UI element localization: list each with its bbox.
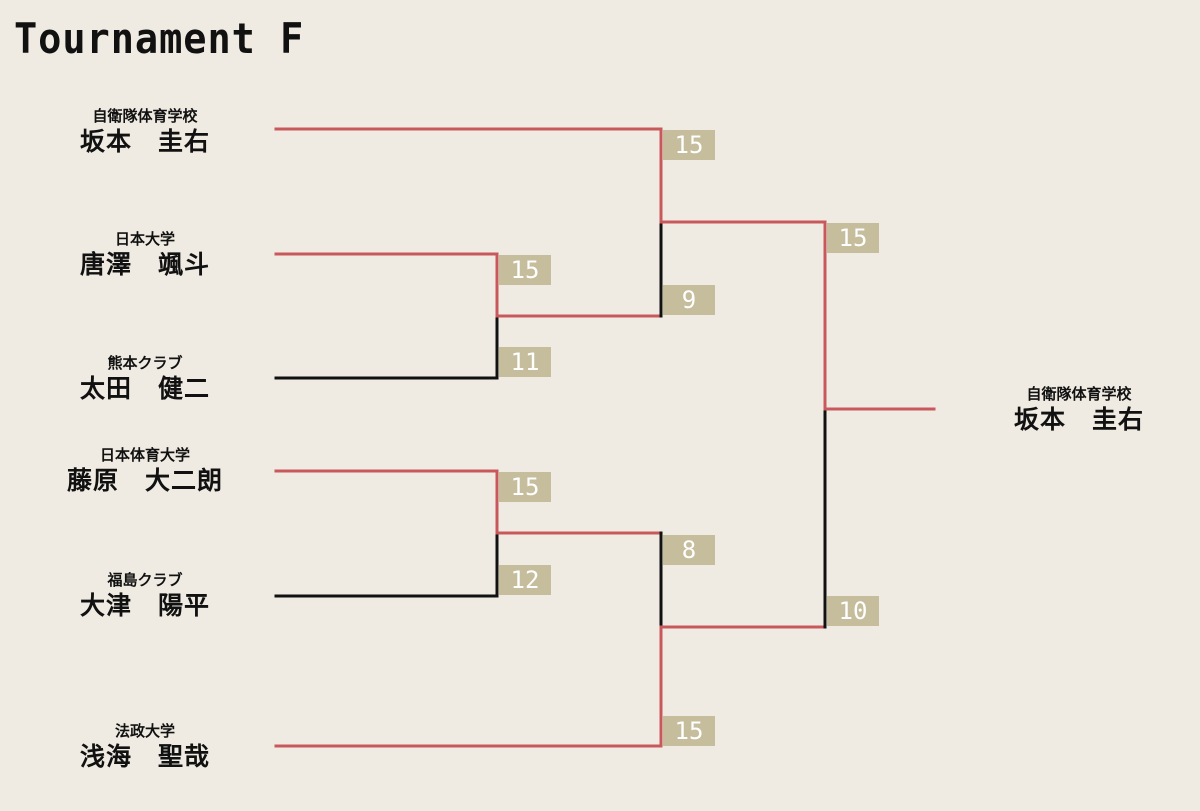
line-ota xyxy=(274,314,499,380)
score-box: 11 xyxy=(499,347,551,377)
line-asami xyxy=(274,625,663,748)
player-name: 大津 陽平 xyxy=(79,591,210,620)
player-team: 自衛隊体育学校 xyxy=(92,107,198,125)
page-title: Tournament F xyxy=(14,14,305,63)
player-name: 浅海 聖哉 xyxy=(79,742,210,771)
line-otsu xyxy=(274,531,499,598)
score-box: 9 xyxy=(663,285,715,315)
player-team: 日本体育大学 xyxy=(99,446,190,464)
champion-entry: 自衛隊体育学校 坂本 圭右 xyxy=(954,384,1200,436)
score-box: 10 xyxy=(827,596,879,626)
line-sakamoto xyxy=(274,127,663,224)
player-team: 熊本クラブ xyxy=(107,354,183,372)
player-team: 日本大学 xyxy=(114,230,175,248)
player-name: 藤原 大二朗 xyxy=(66,466,223,495)
player-entry: 自衛隊体育学校 坂本 圭右 xyxy=(20,106,270,158)
line-fujiwara xyxy=(274,469,499,535)
score-box: 15 xyxy=(827,223,879,253)
champion-name: 坂本 圭右 xyxy=(1013,405,1144,434)
champion-team: 自衛隊体育学校 xyxy=(1026,385,1132,403)
player-name: 坂本 圭右 xyxy=(79,127,210,156)
player-team: 福島クラブ xyxy=(107,571,183,589)
score-box: 15 xyxy=(499,472,551,502)
score-box: 15 xyxy=(663,130,715,160)
player-entry: 日本体育大学 藤原 大二朗 xyxy=(20,445,270,497)
player-entry: 熊本クラブ 太田 健二 xyxy=(20,353,270,405)
player-entry: 法政大学 浅海 聖哉 xyxy=(20,721,270,773)
score-box: 15 xyxy=(499,255,551,285)
player-name: 唐澤 颯斗 xyxy=(79,250,210,279)
player-team: 法政大学 xyxy=(114,722,175,740)
player-entry: 福島クラブ 大津 陽平 xyxy=(20,570,270,622)
score-box: 15 xyxy=(663,716,715,746)
line-karasawa xyxy=(274,252,499,318)
player-name: 太田 健二 xyxy=(79,374,210,403)
score-box: 12 xyxy=(499,565,551,595)
player-entry: 日本大学 唐澤 颯斗 xyxy=(20,229,270,281)
score-box: 8 xyxy=(663,535,715,565)
